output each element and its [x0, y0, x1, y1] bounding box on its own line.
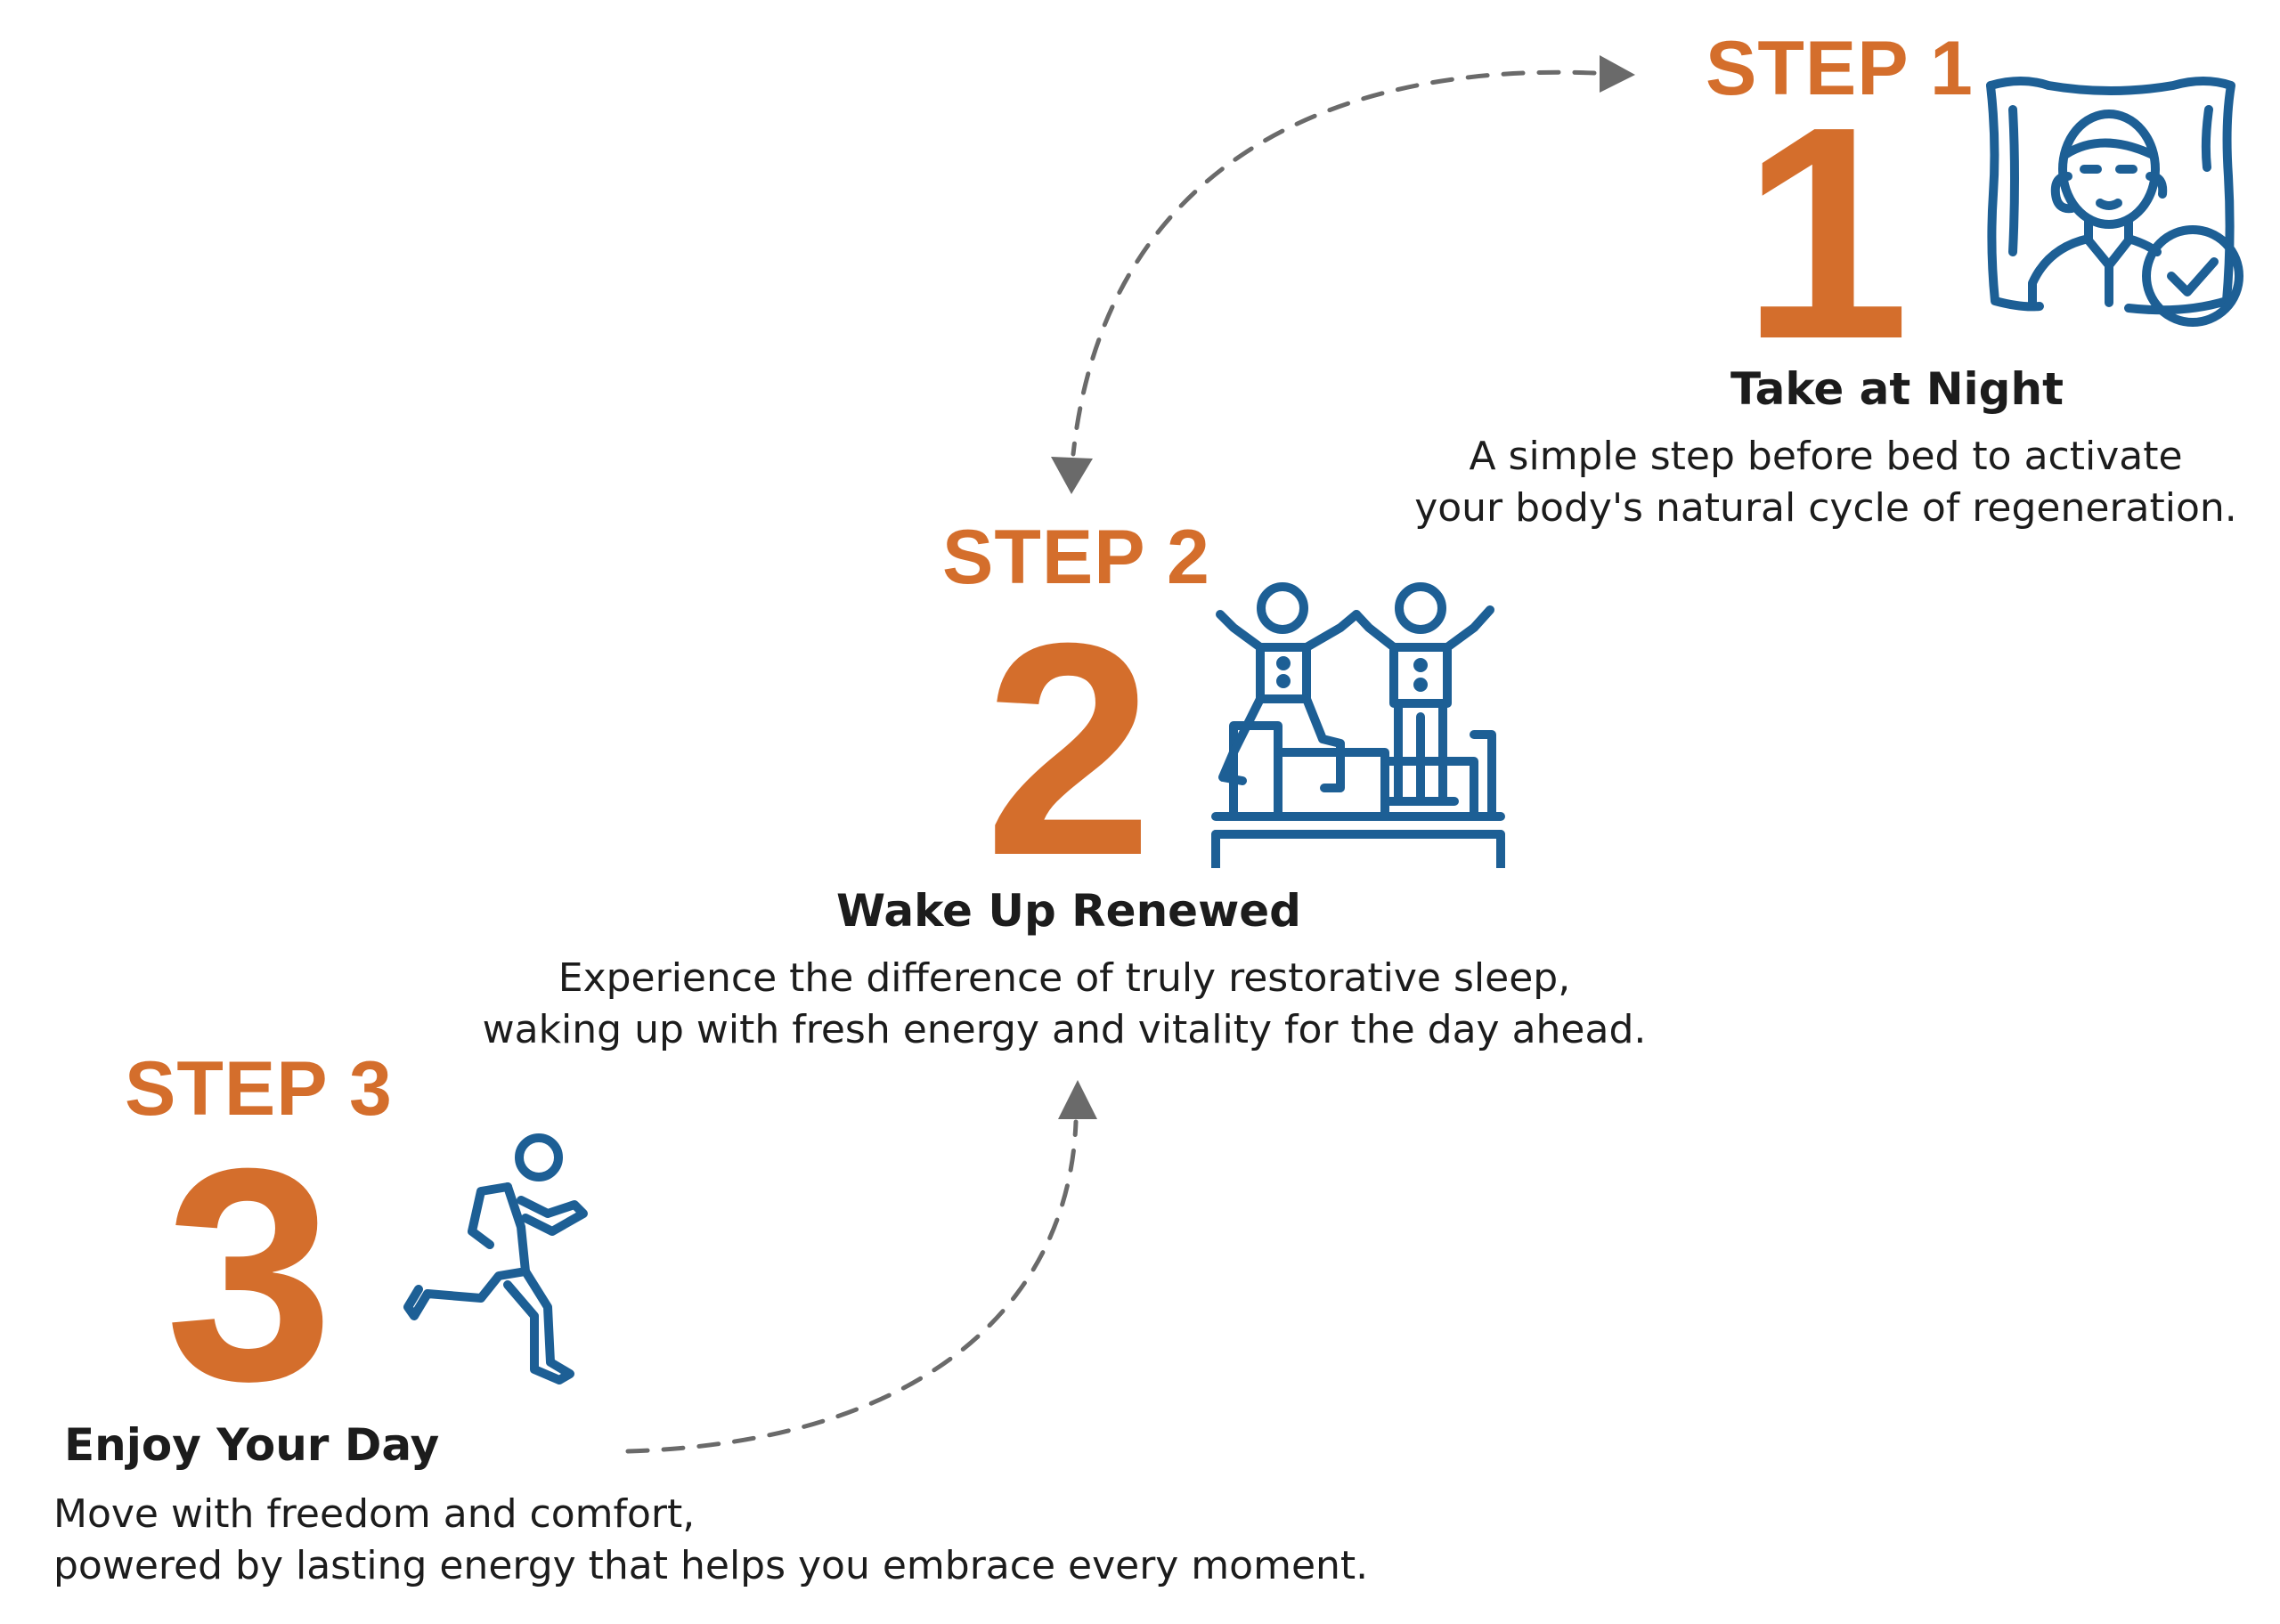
step-1-description-line-1: A simple step before bed to activate	[1469, 434, 2183, 479]
step-1-number: 1	[1741, 64, 1910, 402]
step-3-title: Enjoy Your Day	[64, 1419, 440, 1471]
step-1-label: STEP 1	[1706, 26, 1974, 111]
step-2-description-line-1: Experience the difference of truly resto…	[558, 955, 1571, 1001]
step-2-description: Experience the difference of truly resto…	[419, 953, 1710, 1056]
arrowhead-step1	[1600, 55, 1635, 93]
sleeping-person-check-icon	[1968, 69, 2253, 359]
step-2-label: STEP 2	[942, 515, 1210, 600]
arrowhead-step2-bottom	[1058, 1080, 1097, 1119]
step-2-title: Wake Up Renewed	[836, 885, 1301, 937]
running-person-icon	[392, 1129, 597, 1392]
step-2-number: 2	[984, 581, 1153, 919]
arrowhead-step2-top	[1051, 457, 1093, 494]
step-2-description-line-2: waking up with fresh energy and vitality…	[482, 1007, 1647, 1052]
step-3-description-line-1: Move with freedom and comfort,	[53, 1491, 696, 1537]
step-1-description-line-2: your body's natural cycle of regeneratio…	[1414, 485, 2237, 531]
couple-waking-on-bed-icon	[1207, 574, 1510, 873]
step-1-title: Take at Night	[1730, 363, 2064, 415]
step-3-label: STEP 3	[125, 1046, 393, 1132]
arrow-step3-to-step2	[625, 1119, 1079, 1454]
step-3-description: Move with freedom and comfort, powered b…	[53, 1489, 1368, 1592]
step-3-description-line-2: powered by lasting energy that helps you…	[53, 1543, 1369, 1588]
arrow-step1-to-step2	[1071, 69, 1597, 457]
step-3-number: 3	[165, 1106, 334, 1444]
step-1-description: A simple step before bed to activate you…	[1389, 431, 2262, 534]
